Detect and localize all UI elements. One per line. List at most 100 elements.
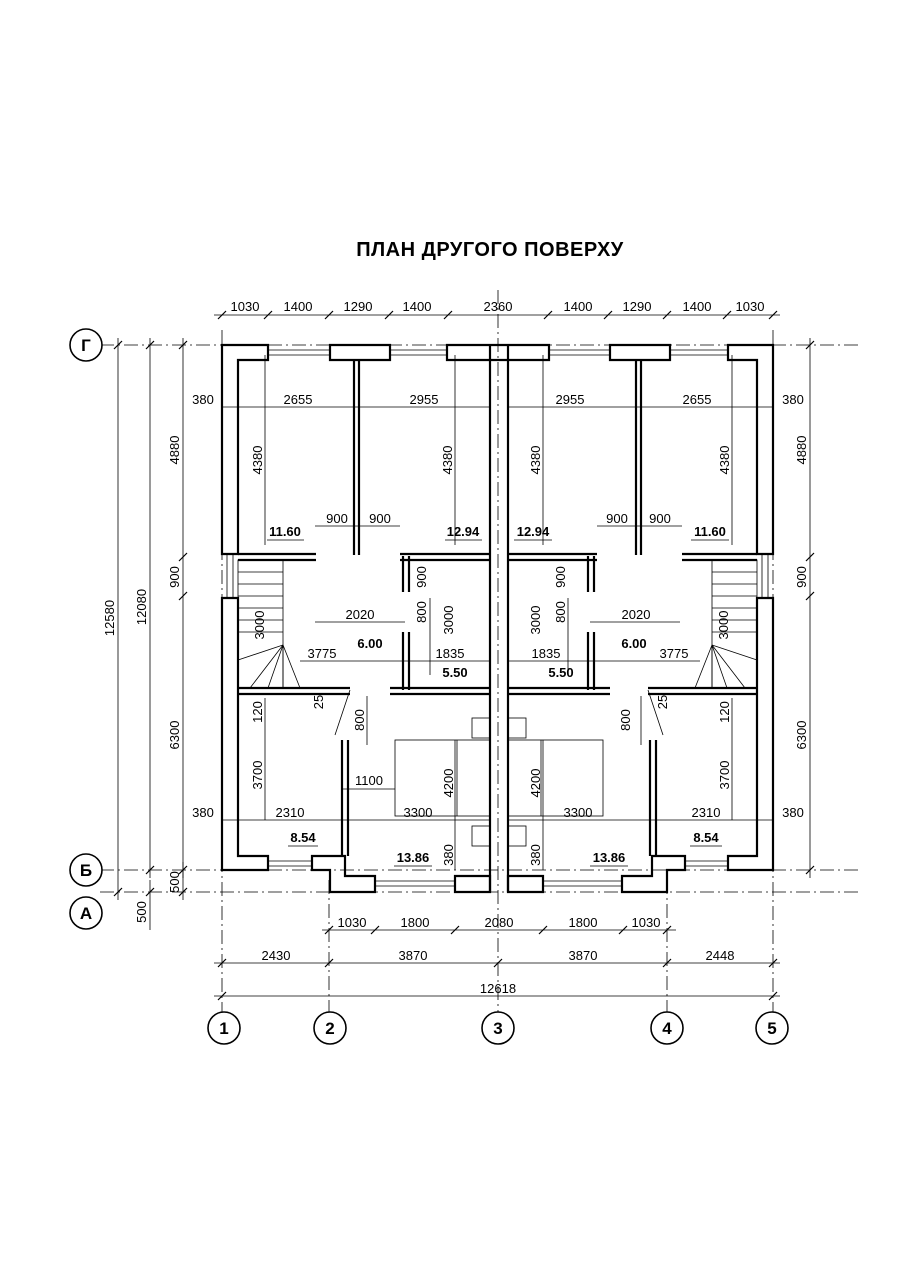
dim-top-9: 1030 [736, 299, 765, 314]
dim-bottom2-1: 2430 [262, 948, 291, 963]
dim-bottom-inner-7: 1100 [355, 773, 383, 788]
dim-inner-top-4: 2955 [556, 392, 585, 407]
dim-top-1: 1030 [231, 299, 260, 314]
dim-bottom2-3: 3870 [569, 948, 598, 963]
dim-v-3700-1: 3700 [250, 761, 265, 790]
dim-total-bottom: 12618 [480, 981, 516, 996]
room-areas: 11.60 12.94 12.94 11.60 6.00 6.00 5.50 5… [269, 524, 726, 865]
fixtures [334, 689, 664, 847]
dim-bottom-inner-6: 380 [782, 805, 804, 820]
dim-hall-5: 3775 [308, 646, 337, 661]
dim-top-2: 1400 [284, 299, 313, 314]
walls [220, 343, 775, 894]
plan-title: ПЛАН ДРУГОГО ПОВЕРХУ [356, 239, 624, 261]
dim-hall-1: 2020 [346, 607, 375, 622]
dim-v-800-4: 800 [618, 709, 633, 731]
dim-v-800-3: 800 [352, 709, 367, 731]
room-area-bath-left: 5.50 [442, 665, 467, 680]
dim-left-500b: 500 [134, 901, 149, 923]
dim-door-1: 900 [326, 511, 348, 526]
dim-right-6300: 6300 [794, 721, 809, 750]
dim-v-120-1: 120 [250, 701, 265, 723]
room-area-bath-right: 5.50 [548, 665, 573, 680]
dim-v-25-1: 25 [311, 695, 326, 709]
room-area-main-right: 13.86 [593, 850, 626, 865]
dim-v-3000-1: 3000 [252, 611, 267, 640]
axis-col-1: 1 [219, 1019, 228, 1038]
dim-bottom-inner-4: 3300 [564, 805, 593, 820]
room-area-bedroom-left: 11.60 [269, 524, 301, 539]
dim-top-6: 1400 [564, 299, 593, 314]
dim-bottom1-4: 1800 [569, 915, 598, 930]
dim-v-4380-4: 4380 [717, 446, 732, 475]
room-area-hall-left: 6.00 [357, 636, 382, 651]
dim-v-800-1: 800 [414, 601, 429, 623]
dimension-lines [117, 314, 811, 997]
dim-hall-2: 2020 [622, 607, 651, 622]
dim-right-900: 900 [794, 566, 809, 588]
dim-left-4880: 4880 [167, 436, 182, 465]
dim-v-3000-2: 3000 [441, 606, 456, 635]
dim-bottom1-3: 2080 [485, 915, 514, 930]
dim-left-500a: 500 [167, 871, 182, 893]
dim-door-3: 900 [606, 511, 628, 526]
dim-top-3: 1290 [344, 299, 373, 314]
windows [226, 349, 769, 887]
dim-bottom1-5: 1030 [632, 915, 661, 930]
dim-hall-4: 1835 [532, 646, 561, 661]
dim-v-3700-2: 3700 [717, 761, 732, 790]
dim-v-380-1: 380 [441, 844, 456, 866]
axis-row-a: А [80, 904, 92, 923]
dim-v-4200-1: 4200 [441, 769, 456, 798]
dim-top-7: 1290 [623, 299, 652, 314]
dim-bottom-inner-5: 2310 [692, 805, 721, 820]
dim-hall-3: 1835 [436, 646, 465, 661]
axis-col-4: 4 [662, 1019, 672, 1038]
dim-v-4200-2: 4200 [528, 769, 543, 798]
dim-inner-top-5: 2655 [683, 392, 712, 407]
dim-inner-top-1: 380 [192, 392, 214, 407]
dim-v-4380-3: 4380 [528, 446, 543, 475]
dim-bottom2-4: 2448 [706, 948, 735, 963]
dim-top-8: 1400 [683, 299, 712, 314]
dim-door-4: 900 [649, 511, 671, 526]
dim-v-900-2: 900 [553, 566, 568, 588]
area-underlines [267, 539, 729, 867]
axis-bubbles [69, 328, 789, 1045]
dim-right-4880: 4880 [794, 436, 809, 465]
axis-row-b: Б [80, 861, 92, 880]
axis-row-g: Г [81, 336, 91, 355]
room-area-bedroom-right: 11.60 [694, 524, 726, 539]
axis-col-2: 2 [325, 1019, 334, 1038]
dim-bottom-inner-3: 3300 [404, 805, 433, 820]
dim-left-900: 900 [167, 566, 182, 588]
axis-col-3: 3 [493, 1019, 502, 1038]
dim-door-2: 900 [369, 511, 391, 526]
dim-inner-top-3: 2955 [410, 392, 439, 407]
dim-v-120-2: 120 [717, 701, 732, 723]
dim-left-6300: 6300 [167, 721, 182, 750]
room-area-bedroom-center-right: 12.94 [517, 524, 550, 539]
axis-lines [100, 290, 860, 1012]
stairs [237, 559, 758, 689]
room-area-room-right: 8.54 [693, 830, 719, 845]
dim-left-12080: 12080 [134, 589, 149, 625]
dim-v-4380-1: 4380 [250, 446, 265, 475]
dim-bottom2-2: 3870 [399, 948, 428, 963]
dim-v-3000-3: 3000 [528, 606, 543, 635]
room-area-hall-right: 6.00 [621, 636, 646, 651]
dim-top-5: 2360 [484, 299, 513, 314]
dimension-ticks [113, 310, 815, 1001]
dim-v-380-2: 380 [528, 844, 543, 866]
room-area-bedroom-center-left: 12.94 [447, 524, 480, 539]
dim-inner-top-6: 380 [782, 392, 804, 407]
dim-bottom-inner-2: 2310 [276, 805, 305, 820]
dim-v-800-2: 800 [553, 601, 568, 623]
room-area-room-left: 8.54 [290, 830, 316, 845]
dim-bottom1-1: 1030 [338, 915, 367, 930]
dim-bottom-inner-1: 380 [192, 805, 214, 820]
dim-v-4380-2: 4380 [440, 446, 455, 475]
dim-v-3000-4: 3000 [716, 611, 731, 640]
dim-inner-top-2: 2655 [284, 392, 313, 407]
